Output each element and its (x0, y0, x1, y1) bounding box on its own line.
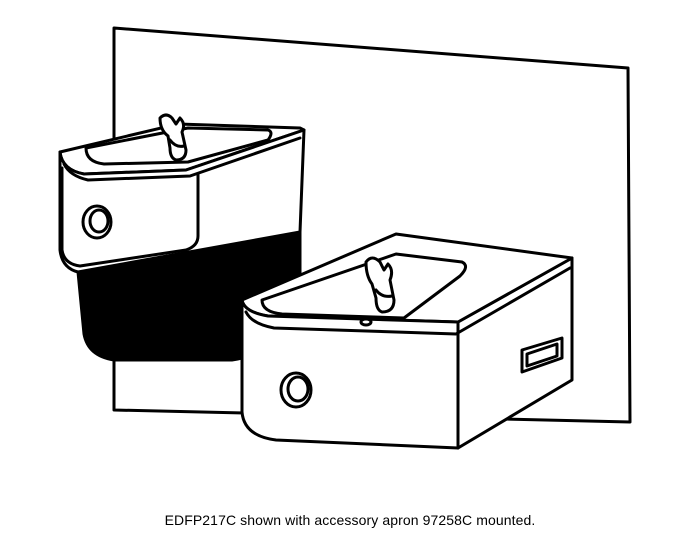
push-button-icon (81, 204, 113, 240)
fountain-illustration (58, 26, 632, 450)
push-button-icon (279, 371, 313, 409)
bubbler-icon (158, 113, 188, 162)
drinking-fountain-low (240, 232, 574, 450)
figure-caption: EDFP217C shown with accessory apron 9725… (164, 512, 536, 528)
bubbler-icon (364, 256, 396, 314)
